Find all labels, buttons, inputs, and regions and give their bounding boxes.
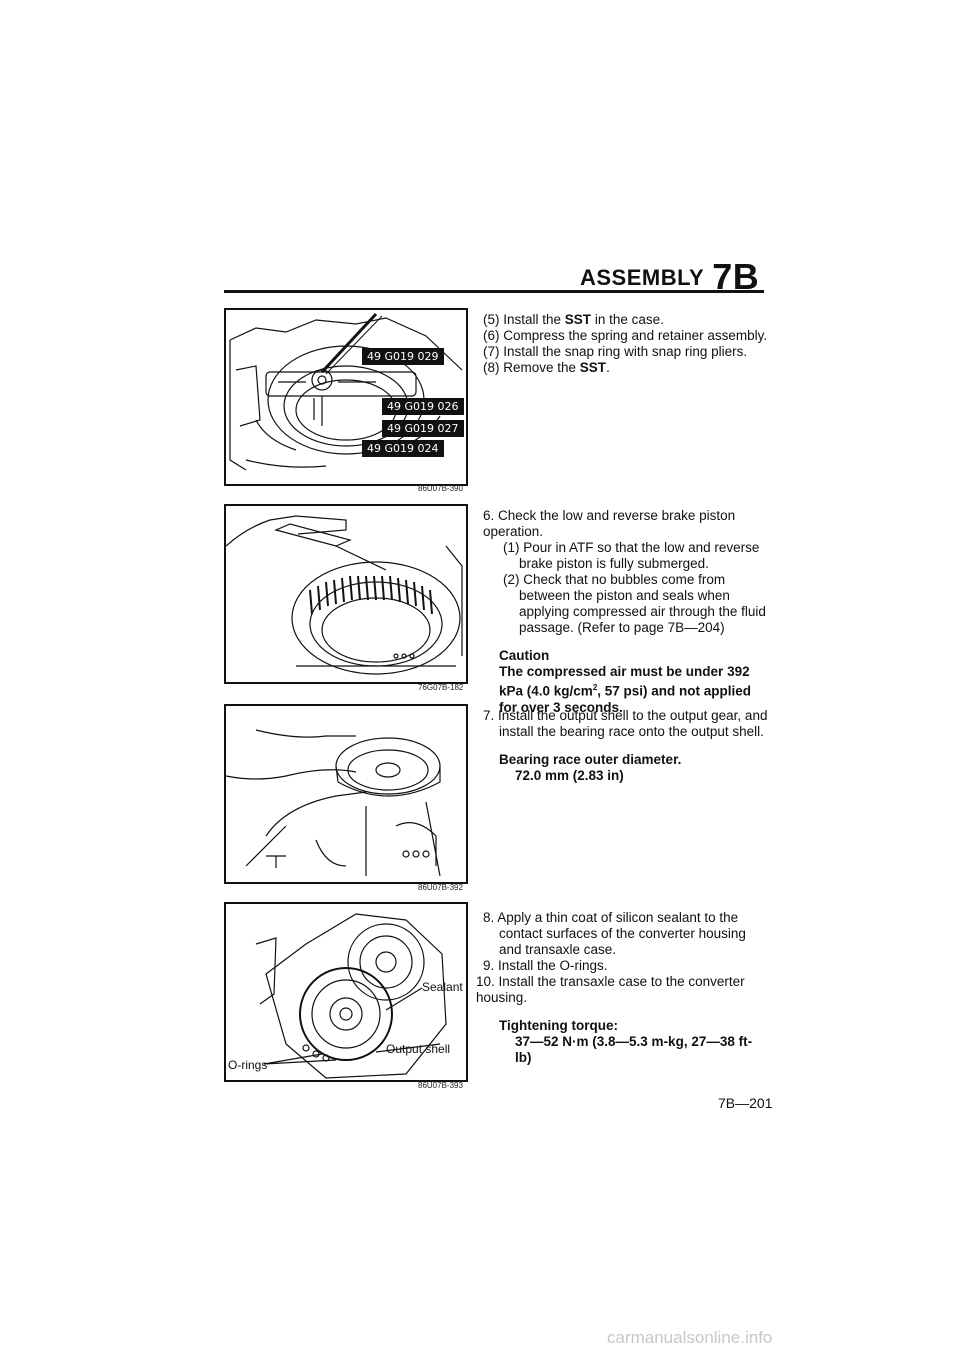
step-6: 6. Check the low and reverse brake pisto…	[483, 508, 736, 539]
sst-tag: 49 G019 026	[382, 398, 464, 415]
header-title: ASSEMBLY	[580, 265, 705, 290]
step-7-block: 7. Install the output shell to the outpu…	[483, 708, 768, 784]
bearing-value: 72.0 mm (2.83 in)	[515, 768, 624, 783]
figure-code: 86U07B-390	[418, 484, 463, 493]
torque-title: Tightening torque:	[499, 1018, 618, 1033]
figure-sst-install: 49 G019 029 49 G019 026 49 G019 027 49 G…	[224, 308, 468, 486]
watermark: carmanualsonline.info	[607, 1328, 773, 1347]
torque-value: 37—52 N·m (3.8—5.3 m-kg, 27—38 ft-lb)	[515, 1034, 753, 1065]
step-8-sub: (8) Remove the SST.	[483, 360, 610, 375]
header-rule	[224, 290, 764, 293]
bearing-title: Bearing race outer diameter.	[499, 752, 682, 767]
figure-piston-check-drawing	[226, 515, 463, 675]
figure-code: 86U07B-393	[418, 1081, 463, 1090]
sst-tag: 49 G019 027	[382, 420, 464, 437]
figure-piston-check	[224, 504, 468, 684]
sst-tag: 49 G019 029	[362, 348, 444, 365]
figure-code: 86U07B-392	[418, 883, 463, 892]
step-9: 9. Install the O-rings.	[483, 958, 608, 973]
figure-converter-housing-drawing	[255, 913, 447, 1079]
step-10: 10. Install the transaxle case to the co…	[476, 974, 745, 1005]
callout-output-shell: Output shell	[386, 1042, 451, 1056]
caution-title: Caution	[499, 648, 550, 663]
figure-output-shell	[224, 704, 468, 884]
page-number: 7B—201	[718, 1095, 773, 1111]
step-6-sub: (6) Compress the spring and retainer ass…	[483, 328, 768, 343]
step-8: 8. Apply a thin coat of silicon sealant …	[483, 910, 746, 957]
step-6-1: (1) Pour in ATF so that the low and reve…	[503, 540, 760, 571]
step-5: (5) Install the SST in the case.	[483, 312, 664, 327]
figure-output-shell-drawing	[226, 729, 441, 877]
step-6-2: (2) Check that no bubbles come from betw…	[503, 572, 766, 635]
sst-tag: 49 G019 024	[362, 440, 444, 457]
steps-sst: (5) Install the SST in the case. (6) Com…	[483, 312, 768, 376]
callout-sealant: Sealant	[422, 980, 463, 994]
figure-code: 76G07B-182	[418, 683, 464, 692]
step-6-block: 6. Check the low and reverse brake pisto…	[483, 508, 768, 716]
step-7-sub: (7) Install the snap ring with snap ring…	[483, 344, 748, 359]
callout-o-rings: O-rings	[228, 1058, 268, 1072]
step-7: 7. Install the output shell to the outpu…	[483, 708, 768, 739]
caution-text: The compressed air must be under 392 kPa…	[499, 664, 752, 715]
steps-8-10: 8. Apply a thin coat of silicon sealant …	[476, 910, 768, 1066]
figure-converter-housing: Sealant Output shell O-rings	[224, 902, 468, 1082]
figure-sst-install-drawing	[229, 312, 463, 471]
